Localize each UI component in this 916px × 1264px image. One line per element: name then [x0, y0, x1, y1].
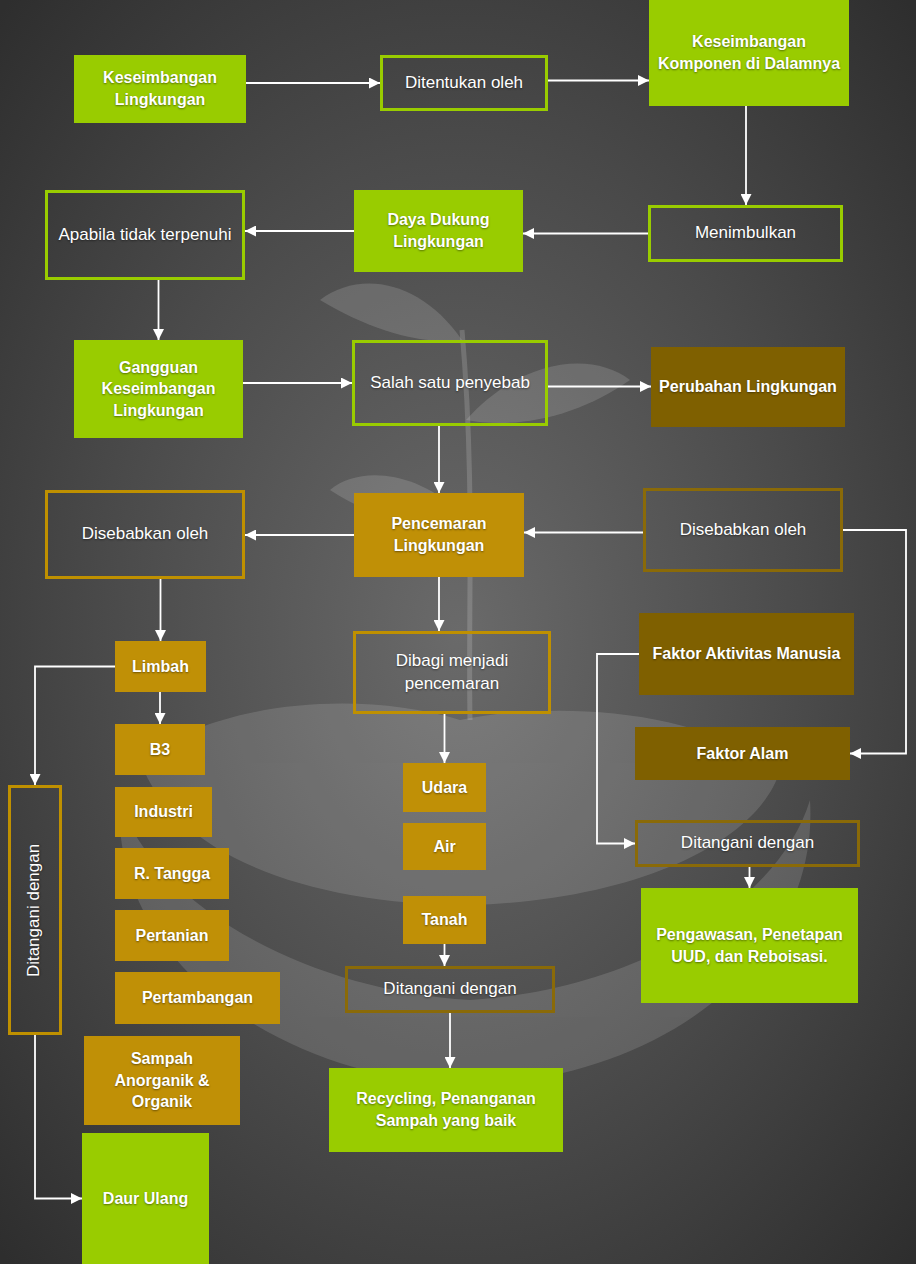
node-text: Pertambangan [142, 987, 253, 1009]
connector-arrow [245, 230, 354, 232]
outline-box: Ditangani dengan [345, 966, 555, 1013]
connector-arrow [35, 667, 115, 786]
connector-arrow [438, 577, 440, 631]
green-box: Gangguan Keseimbangan Lingkungan [74, 340, 243, 438]
node-text: Perubahan Lingkungan [659, 376, 837, 398]
connector-arrow [444, 944, 446, 966]
node-text: Salah satu penyebab [370, 372, 530, 395]
node-text: Faktor Alam [697, 743, 789, 765]
outline-box: Dibagi menjadi pencemaran [353, 631, 551, 714]
gold-box: Pencemaran Lingkungan [354, 493, 524, 577]
green-box: Daya Dukung Lingkungan [354, 190, 523, 272]
node-text: Keseimbangan Lingkungan [82, 67, 238, 110]
connector-arrow [160, 579, 162, 641]
node-text: Air [433, 836, 455, 858]
connector-arrow [745, 106, 747, 205]
connector-arrow [245, 534, 354, 536]
outline-box: Disebabkan oleh [643, 488, 843, 572]
outline-box: Apabila tidak terpenuhi [45, 190, 245, 280]
connector-arrow [243, 382, 352, 384]
gold-box: Udara [403, 763, 486, 812]
connector-arrow [597, 654, 639, 844]
green-box: Keseimbangan Lingkungan [74, 55, 246, 123]
node-text: Ditangani dengan [681, 832, 814, 855]
gold-box: Tanah [403, 896, 486, 944]
outline-box: Ditangani dengan [8, 785, 62, 1035]
brown-box: Perubahan Lingkungan [651, 347, 845, 427]
gold-box: Air [403, 823, 486, 870]
gold-box: Industri [115, 787, 212, 837]
connector-arrow [749, 867, 751, 888]
gold-box: Pertambangan [115, 972, 280, 1024]
connector-arrow [246, 82, 380, 84]
node-text: Pengawasan, Penetapan UUD, dan Reboisasi… [649, 924, 850, 967]
node-text: Industri [134, 801, 193, 823]
outline-box: Salah satu penyebab [352, 340, 548, 426]
connector-arrow [524, 532, 643, 534]
connector-arrow [35, 1035, 82, 1199]
node-text: Ditentukan oleh [405, 72, 523, 95]
node-text: Dibagi menjadi pencemaran [364, 650, 540, 696]
node-text: B3 [150, 739, 170, 761]
gold-box: Limbah [115, 641, 206, 692]
connector-arrow [444, 714, 446, 763]
green-box: Keseimbangan Komponen di Dalamnya [649, 0, 849, 106]
brown-box: Faktor Aktivitas Manusia [639, 613, 854, 695]
node-text: Ditangani dengan [24, 843, 47, 976]
node-text: Daur Ulang [103, 1188, 188, 1210]
node-text: Gangguan Keseimbangan Lingkungan [82, 357, 235, 422]
sprout-leaves [320, 284, 630, 524]
node-text: Recycling, Penanganan Sampah yang baik [337, 1088, 555, 1131]
green-box: Recycling, Penanganan Sampah yang baik [329, 1068, 563, 1152]
connector-arrow [159, 692, 161, 724]
node-text: R. Tangga [134, 863, 210, 885]
node-text: Disebabkan oleh [680, 519, 807, 542]
outline-box: Menimbulkan [648, 205, 843, 262]
green-box: Pengawasan, Penetapan UUD, dan Reboisasi… [641, 888, 858, 1003]
node-text: Faktor Aktivitas Manusia [653, 643, 841, 665]
node-text: Sampah Anorganik & Organik [92, 1048, 232, 1113]
node-text: Udara [422, 777, 467, 799]
node-text: Pencemaran Lingkungan [362, 513, 516, 556]
connector-arrow [449, 1013, 451, 1068]
connector-arrow [438, 426, 440, 493]
node-text: Tanah [422, 909, 468, 931]
leaf [320, 284, 462, 341]
node-text: Limbah [132, 656, 189, 678]
brown-box: Faktor Alam [635, 727, 850, 780]
node-text: Ditangani dengan [383, 978, 516, 1001]
connector-arrow [548, 386, 651, 388]
node-text: Disebabkan oleh [82, 523, 209, 546]
node-text: Apabila tidak terpenuhi [59, 224, 232, 247]
gold-box: Sampah Anorganik & Organik [84, 1036, 240, 1125]
node-text: Pertanian [136, 925, 209, 947]
outline-box: Ditentukan oleh [380, 55, 548, 111]
connector-arrow [548, 80, 649, 82]
gold-box: Pertanian [115, 910, 229, 961]
node-text: Keseimbangan Komponen di Dalamnya [657, 31, 841, 74]
node-text: Daya Dukung Lingkungan [362, 209, 515, 252]
node-text: Menimbulkan [695, 222, 796, 245]
outline-box: Ditangani dengan [635, 820, 860, 867]
connector-arrow [523, 233, 648, 235]
outline-box: Disebabkan oleh [45, 490, 245, 579]
gold-box: R. Tangga [115, 848, 229, 899]
connector-arrow [158, 280, 160, 340]
gold-box: B3 [115, 724, 205, 775]
green-box: Daur Ulang [82, 1133, 209, 1264]
